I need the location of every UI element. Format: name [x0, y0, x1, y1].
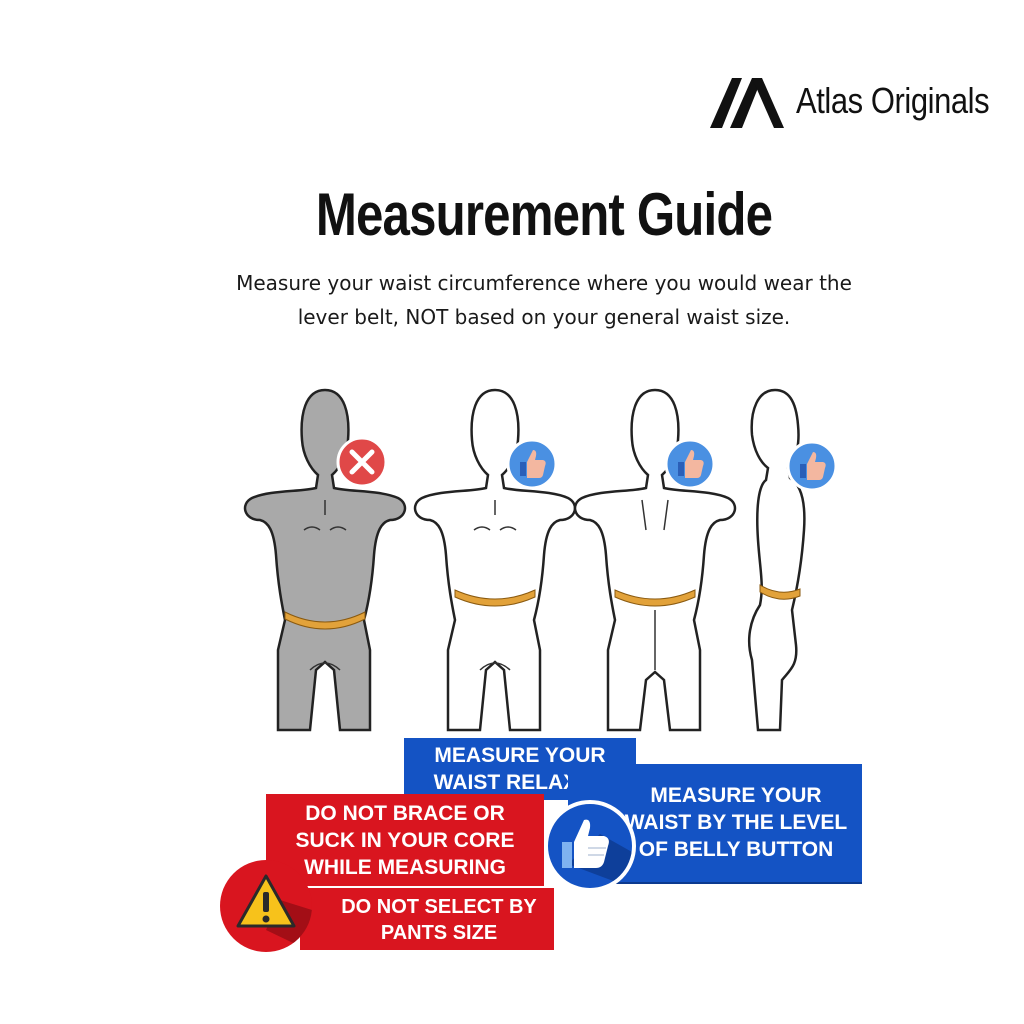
page-title: Measurement Guide: [315, 181, 773, 248]
warning-icon: [236, 874, 312, 952]
banner-brace-line-3: WHILE MEASURING: [304, 856, 506, 879]
banner-brace-line-2: SUCK IN YOUR CORE: [295, 829, 515, 852]
banner-relaxed-line-2: WAIST RELAXED: [433, 771, 607, 794]
brand-name: Atlas Originals: [796, 80, 990, 121]
brand-logo: Atlas Originals: [710, 74, 1010, 130]
banner-belly-line-3: OF BELLY BUTTON: [638, 838, 834, 861]
thumbs-up-icon: [506, 438, 558, 490]
banner-relaxed-line-1: MEASURE YOUR: [434, 744, 606, 767]
mannequin-front-gray: [243, 388, 407, 732]
mannequin-side-white: [748, 388, 806, 732]
warning-badge: [220, 860, 312, 952]
mannequin-front-white: [413, 388, 577, 732]
thumbs-up-icon: [664, 438, 716, 490]
banner-pants-line-1: DO NOT SELECT BY: [341, 896, 537, 918]
banner-do-not-brace: DO NOT BRACE OR SUCK IN YOUR CORE WHILE …: [266, 794, 544, 886]
banner-pants-line-2: PANTS SIZE: [380, 922, 498, 944]
mannequin-figures: [243, 388, 838, 732]
banner-do-not-select-pants: DO NOT SELECT BY PANTS SIZE: [300, 888, 554, 950]
mannequin-back-white: [573, 388, 737, 732]
thumbs-up-badge: [544, 800, 636, 892]
subtitle-line-1: Measure your waist circumference where y…: [236, 271, 852, 295]
thumbs-up-icon: [562, 819, 632, 888]
x-icon: [336, 436, 388, 488]
page-subtitle: Measure your waist circumference where y…: [200, 266, 888, 334]
thumbs-up-icon: [786, 440, 838, 492]
banner-belly-line-2: WAIST BY THE LEVEL: [624, 811, 848, 834]
atlas-logo-icon: [710, 78, 784, 128]
subtitle-line-2: lever belt, NOT based on your general wa…: [297, 305, 791, 329]
banner-belly-line-1: MEASURE YOUR: [650, 784, 822, 807]
banner-brace-line-1: DO NOT BRACE OR: [305, 802, 505, 825]
